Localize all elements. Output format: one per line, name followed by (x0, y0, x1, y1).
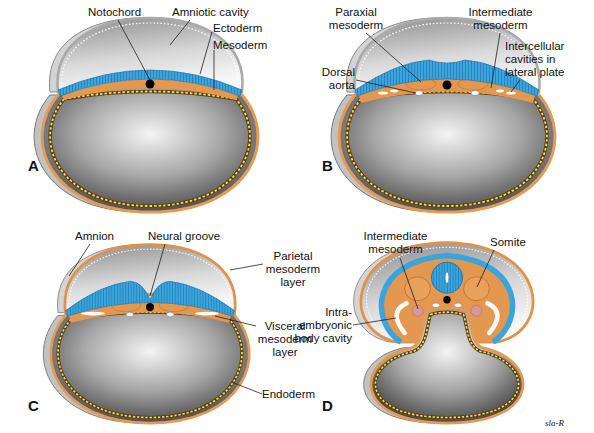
somite (405, 277, 431, 301)
intercellular-cavity (390, 90, 398, 93)
neural-tube (431, 262, 462, 293)
structure-label: Paraxial mesoderm (325, 6, 387, 32)
leader-line (491, 33, 500, 88)
endoderm-line (347, 92, 547, 207)
leader-line (477, 250, 494, 287)
leader-line (356, 80, 416, 93)
yolk-sac (371, 308, 523, 423)
yolk-sac (339, 87, 555, 213)
structure-label: Neural groove (148, 230, 238, 243)
structure-label: Intermediate mesoderm (358, 230, 433, 256)
notochord (443, 81, 452, 90)
panel-letter: C (28, 398, 48, 414)
panel-letter: A (28, 158, 48, 174)
body-cavity (397, 303, 407, 332)
leader-line (214, 50, 215, 90)
structure-label: Mesoderm (213, 39, 283, 52)
leader-lines (69, 20, 520, 394)
panel-d (354, 243, 533, 423)
leader-line (366, 33, 421, 82)
structure-label: Ectoderm (213, 22, 283, 35)
leader-line (400, 258, 418, 309)
signature: sla-R (545, 418, 585, 428)
dorsal-aorta (126, 312, 133, 317)
structure-label: Somite (490, 236, 540, 249)
structure-label: Amniotic cavity (172, 6, 272, 19)
body-cavity (487, 303, 497, 332)
leader-line (234, 383, 262, 394)
leader-line (200, 32, 212, 74)
panel-letter: D (322, 398, 342, 414)
endoderm-line (58, 312, 242, 417)
notochord (443, 296, 450, 303)
notochord (146, 80, 155, 89)
neural-canal (445, 272, 449, 283)
intermediate-mesoderm (471, 305, 482, 316)
intercellular-cavity (496, 90, 504, 93)
leader-line (118, 20, 150, 80)
dorsal-aorta (167, 312, 174, 317)
dorsal-aorta (432, 303, 439, 308)
panel-letter: B (322, 158, 342, 174)
notochord (146, 303, 154, 311)
endoderm-dots (58, 312, 242, 417)
panel-c (43, 245, 249, 423)
structure-label: Intra- embryonic body cavity (288, 306, 352, 345)
leader-line (69, 244, 90, 276)
endoderm-dots (50, 92, 250, 207)
leader-line (353, 318, 396, 325)
structure-label: Notochord (88, 6, 158, 19)
structure-label: Dorsal aorta (300, 66, 355, 92)
yolk-sac (42, 87, 258, 213)
endoderm-line (375, 312, 518, 417)
dorsal-aorta (454, 303, 461, 308)
body-cavity (195, 312, 219, 316)
dorsal-aorta (415, 91, 423, 96)
somite (464, 277, 490, 301)
leader-line (215, 316, 256, 326)
structure-label: Endoderm (262, 388, 332, 401)
body-cavity (81, 312, 105, 316)
structure-label: Amnion (75, 230, 135, 243)
structure-label: Parietal mesoderm layer (262, 250, 324, 289)
yolk-sac (51, 308, 250, 423)
leader-line (230, 264, 263, 270)
endoderm-dots (347, 92, 547, 207)
leader-line (511, 80, 520, 92)
leader-line (170, 20, 190, 45)
leader-line (150, 244, 165, 296)
intercellular-cavity (378, 91, 388, 94)
dorsal-aorta (471, 91, 479, 96)
endoderm-line (50, 92, 250, 207)
structure-label: Intermediate mesoderm (463, 6, 538, 32)
neural-folds (65, 281, 234, 316)
endoderm-dots (375, 312, 518, 417)
structure-label: Intercellular cavities in lateral plate (505, 40, 580, 79)
